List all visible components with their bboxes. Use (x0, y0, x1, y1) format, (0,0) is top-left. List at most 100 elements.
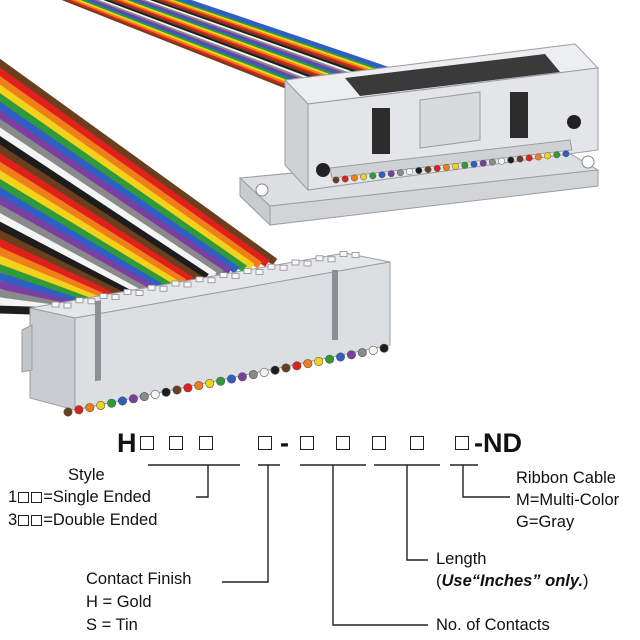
ribbon-wire (0, 195, 156, 293)
ribbon-wire (0, 153, 194, 284)
ribbon-wire (0, 93, 247, 272)
wire-end (194, 381, 204, 391)
wire-end (237, 372, 247, 382)
ribbon-wire (0, 178, 171, 290)
cable-assembly-illustration (0, 0, 600, 417)
wire-end (259, 367, 269, 377)
wire-end (128, 394, 138, 404)
wire-end (369, 172, 377, 180)
ribbon-wire (0, 272, 87, 309)
contact-hole (135, 289, 144, 296)
style-digit-box (169, 436, 183, 450)
contact-hole (231, 273, 240, 280)
ribbon-wire (0, 84, 255, 271)
contact-hole (147, 284, 156, 291)
wire-end (433, 165, 441, 172)
ribbon-wire (0, 136, 209, 281)
wire-end (281, 363, 291, 373)
wire-end (415, 167, 423, 175)
wire-end (227, 374, 237, 384)
wire-end (357, 348, 367, 358)
wire-end (379, 343, 389, 353)
wire-end (396, 169, 404, 177)
wire-end (360, 173, 368, 181)
contact-hole (219, 272, 228, 279)
part-number-prefix: H (117, 428, 137, 458)
finish-digit-box (258, 436, 272, 450)
length-note: (Use“Inches” only.) (436, 572, 589, 590)
wire-end (461, 161, 469, 169)
contact-hole (63, 302, 72, 309)
wire-end (534, 153, 542, 161)
wire-end (303, 359, 313, 369)
ribbon-wire (0, 101, 240, 274)
wire-end (139, 392, 149, 402)
ribbon-wire (0, 75, 263, 269)
wire-end (544, 152, 552, 160)
leader-lines (148, 464, 510, 626)
wire-end (378, 171, 386, 179)
ribbon-wire (0, 118, 224, 278)
wire-end (562, 150, 570, 158)
part-number-diagram: H - -ND Style 1=Single Ended 3=Double En… (0, 420, 640, 640)
wire-end (553, 151, 561, 159)
wire-end (341, 175, 349, 183)
contact-hole (291, 259, 300, 266)
wire-end (350, 174, 358, 182)
ribbon-wire (0, 127, 217, 279)
contacts-digit-box (336, 436, 350, 450)
ribbon-wire (0, 170, 179, 288)
wire-end (183, 383, 193, 393)
contact-hole (171, 280, 180, 287)
ribbon-wire (0, 204, 148, 295)
ribbon-wire (0, 230, 125, 300)
wire-end (368, 345, 378, 355)
wire-end (270, 365, 280, 375)
wire-end (118, 396, 128, 406)
wire-end (85, 403, 95, 413)
part-number-suffix: -ND (474, 428, 522, 458)
style-option-single: 1=Single Ended (8, 488, 151, 506)
contact-hole (351, 252, 360, 259)
contact-hole (207, 277, 216, 284)
contact-hole (315, 255, 324, 262)
wire-end (150, 389, 160, 399)
wire-end (507, 156, 515, 164)
socket-connector (21, 251, 391, 417)
ribbon-wire (0, 255, 102, 305)
style-option-double: 3=Double Ended (8, 511, 158, 529)
ribbon-cable-title: Ribbon Cable (516, 469, 616, 487)
contact-hole (123, 288, 132, 295)
style-digit-box (199, 436, 213, 450)
wire-end (335, 352, 345, 362)
ribbon-wire (0, 67, 270, 267)
contacts-title: No. of Contacts (436, 616, 550, 634)
contact-hole (267, 263, 276, 270)
wire-end (248, 370, 258, 380)
wire-end (346, 350, 356, 360)
lower-ribbon-cable (0, 58, 278, 316)
upper-ribbon-cable (61, 0, 416, 95)
contact-hole (87, 298, 96, 305)
wire-end (216, 376, 226, 386)
ribbon-wire (0, 238, 118, 302)
contact-hole (339, 251, 348, 258)
ribbon-cable-gray: G=Gray (516, 513, 575, 531)
style-digit-box (140, 436, 154, 450)
wire-end (516, 155, 524, 163)
part-number-dash: - (280, 428, 289, 458)
wire-end (479, 159, 487, 167)
contact-hole (183, 281, 192, 288)
wire-end (172, 385, 182, 395)
ribbon-wire (0, 110, 232, 276)
contact-hole (111, 294, 120, 301)
ribbon-wire (0, 58, 278, 266)
wire-end (498, 157, 506, 165)
ribbon-wire (0, 264, 94, 307)
contact-hole (255, 268, 264, 275)
contact-hole (99, 293, 108, 300)
contact-hole (51, 301, 60, 308)
wire-end (74, 405, 84, 415)
wire-end (63, 407, 73, 417)
style-title: Style (68, 466, 105, 484)
